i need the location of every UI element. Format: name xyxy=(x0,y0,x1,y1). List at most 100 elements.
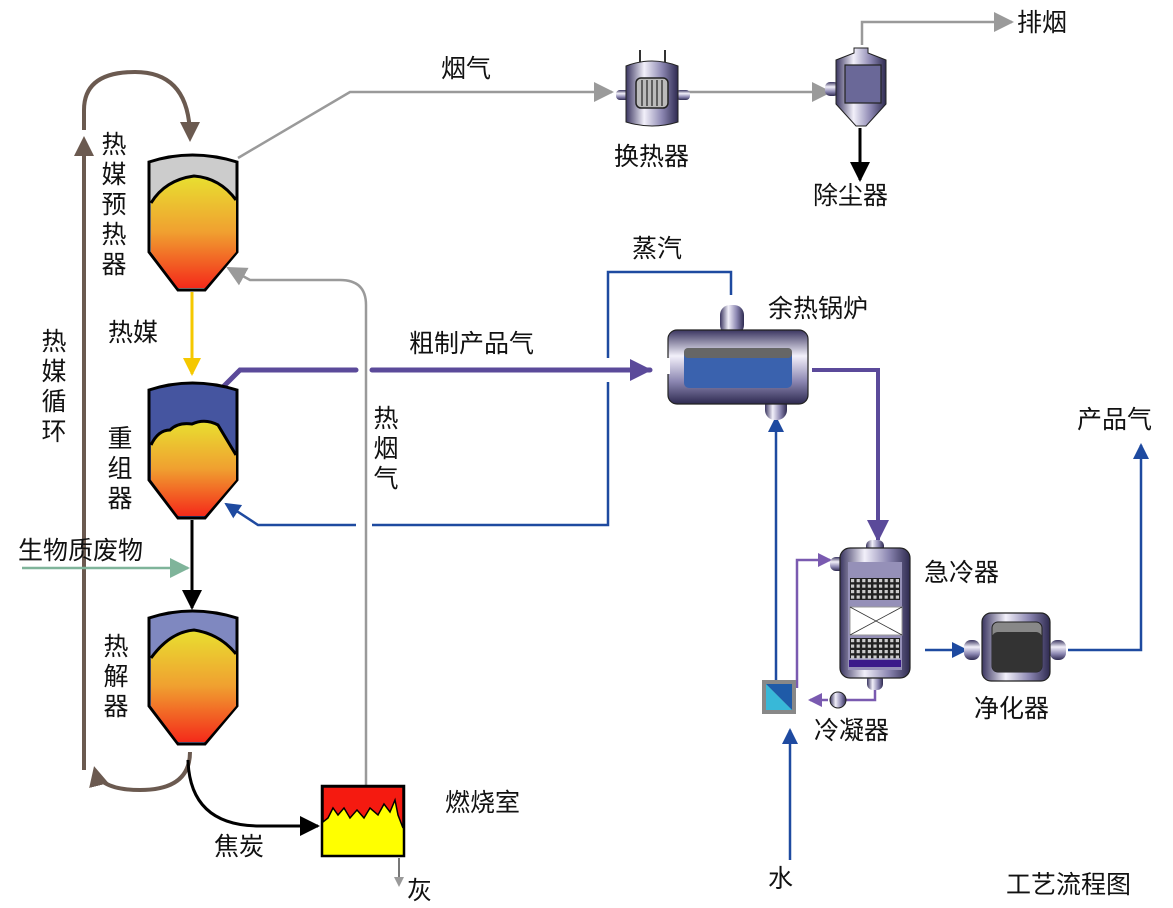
grid-hole xyxy=(884,595,888,599)
grid-hole xyxy=(851,644,855,648)
grid-hole xyxy=(895,644,899,648)
grid-hole xyxy=(884,650,888,654)
grid-hole xyxy=(884,584,888,588)
heat-carrier-loop-return-line xyxy=(89,751,192,793)
grid-hole xyxy=(890,655,894,659)
heat-carrier-loop-top-line xyxy=(82,69,200,142)
grid-hole xyxy=(862,650,866,654)
combustor-label: 燃烧室 xyxy=(445,788,521,817)
pyrolyzer-label: 热解器 xyxy=(103,632,129,721)
grid-hole xyxy=(895,579,899,583)
exhaust-line xyxy=(860,12,1014,45)
grid-hole xyxy=(862,584,866,588)
grid-hole xyxy=(895,655,899,659)
grid-hole xyxy=(873,639,877,643)
preheater-label: 热媒预热器 xyxy=(101,130,127,279)
grid-hole xyxy=(884,644,888,648)
grid-hole xyxy=(862,644,866,648)
grid-hole xyxy=(890,650,894,654)
purifier-label: 净化器 xyxy=(974,694,1050,723)
grid-hole xyxy=(890,579,894,583)
grid-hole xyxy=(856,644,860,648)
reformer-label: 重组器 xyxy=(107,424,133,513)
product-gas-label: 产品气 xyxy=(1077,405,1153,434)
grid-hole xyxy=(879,579,883,583)
grid-hole xyxy=(867,595,871,599)
grid-hole xyxy=(856,639,860,643)
grid-hole xyxy=(867,584,871,588)
boiler-to-quench-line xyxy=(812,368,889,542)
pyrolyzer-vessel xyxy=(147,609,239,746)
grid-hole xyxy=(873,579,877,583)
grid-hole xyxy=(879,650,883,654)
exhaust-label: 排烟 xyxy=(1017,8,1068,37)
grid-hole xyxy=(873,595,877,599)
condenser-to-quench-line xyxy=(795,553,832,688)
condenser-label: 冷凝器 xyxy=(814,716,890,745)
combustor-box xyxy=(320,784,406,858)
water-label: 水 xyxy=(768,864,794,893)
grid-hole xyxy=(879,655,883,659)
grid-hole xyxy=(895,639,899,643)
dust-collector xyxy=(825,47,887,127)
grid-hole xyxy=(862,595,866,599)
grid-hole xyxy=(884,639,888,643)
grid-hole xyxy=(873,644,877,648)
grid-hole xyxy=(879,644,883,648)
grid-hole xyxy=(867,579,871,583)
quencher-top-grid xyxy=(850,578,900,600)
grid-hole xyxy=(890,595,894,599)
reformer-vessel xyxy=(147,381,239,520)
heat-carrier-loop-label: 热媒循环 xyxy=(41,327,67,446)
grid-hole xyxy=(873,655,877,659)
purifier xyxy=(964,612,1066,682)
grid-hole xyxy=(856,579,860,583)
grid-hole xyxy=(895,590,899,594)
grid-hole xyxy=(856,584,860,588)
dust-collector-label: 除尘器 xyxy=(813,181,889,210)
biomass-label: 生物质废物 xyxy=(18,536,144,565)
hot-flue-gas-line xyxy=(226,266,368,785)
grid-hole xyxy=(884,579,888,583)
grid-hole xyxy=(879,595,883,599)
grid-hole xyxy=(851,639,855,643)
grid-hole xyxy=(873,590,877,594)
ash-label: 灰 xyxy=(407,876,433,905)
grid-hole xyxy=(856,590,860,594)
grid-hole xyxy=(856,655,860,659)
flue-gas-label: 烟气 xyxy=(441,54,492,83)
grid-hole xyxy=(895,584,899,588)
quencher-label: 急冷器 xyxy=(924,558,1000,587)
grid-hole xyxy=(890,644,894,648)
heat-carrier-label: 热媒 xyxy=(108,318,159,347)
grid-hole xyxy=(851,590,855,594)
char-line xyxy=(186,759,320,836)
crude-gas-line xyxy=(219,370,650,388)
grid-hole xyxy=(851,650,855,654)
heat-exchanger-label: 换热器 xyxy=(614,142,690,171)
grid-hole xyxy=(873,650,877,654)
steam-line xyxy=(226,270,733,527)
grid-hole xyxy=(895,595,899,599)
grid-hole xyxy=(884,590,888,594)
waste-heat-boiler-label: 余热锅炉 xyxy=(768,294,869,323)
grid-hole xyxy=(851,579,855,583)
product-gas-line xyxy=(1068,443,1149,652)
grid-hole xyxy=(856,595,860,599)
grid-hole xyxy=(873,584,877,588)
grid-hole xyxy=(856,650,860,654)
grid-hole xyxy=(867,655,871,659)
grid-hole xyxy=(879,584,883,588)
grid-hole xyxy=(851,584,855,588)
grid-hole xyxy=(867,590,871,594)
condenser xyxy=(762,680,847,714)
grid-hole xyxy=(884,655,888,659)
quencher xyxy=(830,540,911,690)
grid-hole xyxy=(862,590,866,594)
waste-heat-boiler xyxy=(654,305,809,420)
grid-hole xyxy=(890,590,894,594)
quench-to-condenser-line xyxy=(810,690,877,700)
grid-hole xyxy=(862,655,866,659)
